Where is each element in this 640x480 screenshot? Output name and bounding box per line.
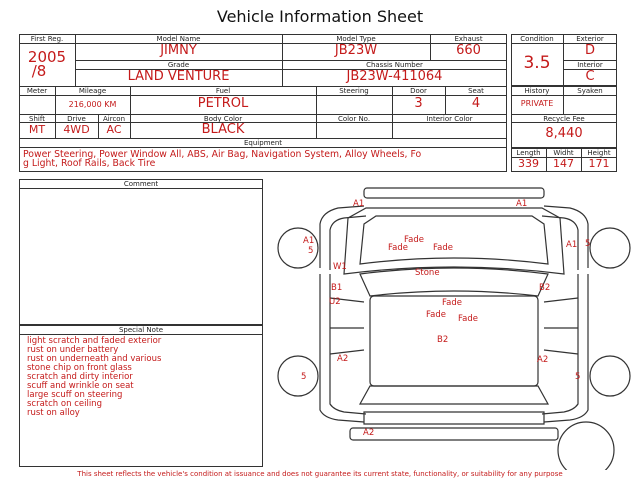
recycle-fee-value: 8,440 [545,126,583,141]
special-note-item: rust on under battery [27,345,119,355]
exhaust-label: Exhaust [454,35,483,43]
special-note-box [19,325,263,467]
damage-mark: B1 [331,283,343,293]
door-value: 3 [414,96,423,111]
info-table [19,34,507,172]
model-type-label: Model Type [336,35,376,43]
special-note-item: scratch on ceiling [27,399,102,409]
aircon-value: AC [106,123,122,136]
damage-mark: Fade [442,298,462,308]
damage-mark: Fade [404,235,424,245]
meter-label: Meter [26,87,48,95]
seat-value: 4 [471,96,481,111]
fuel-value: PETROL [197,96,249,111]
damage-mark: U2 [329,297,341,307]
vehicle-damage-diagram [277,187,631,470]
special-note-item: scuff and wrinkle on seat [27,381,134,391]
height-label: Height [587,149,611,157]
first-reg-label: First Reg. [30,35,64,43]
damage-mark: A1 [566,240,578,250]
condition-label: Condition [520,35,554,43]
model-name-label: Model Name [156,35,201,43]
interior-value: C [585,69,595,84]
damage-mark: W1 [333,262,347,272]
history-label: History [524,87,550,95]
model-name-value: JIMNY [160,43,197,58]
mileage-label: Mileage [78,87,107,95]
height-value: 171 [588,157,610,170]
grade-label: Grade [167,61,190,69]
damage-mark: 5 [301,372,307,382]
model-type-value: JB23W [334,43,378,58]
comment-label: Comment [123,180,159,188]
mileage-value: 216,000 KM [68,100,117,109]
grade-value: LAND VENTURE [127,69,230,84]
syaken-label: Syaken [577,87,603,95]
damage-mark: A2 [363,428,375,438]
equipment-line-1: Power Steering, Power Window All, ABS, A… [23,149,422,160]
exhaust-value: 660 [456,43,481,58]
width-label: Widht [553,149,574,157]
special-note-item: scratch and dirty interior [27,372,133,382]
damage-mark: A1 [516,199,528,209]
damage-mark: A2 [537,355,549,365]
interior-color-label: Interior Color [426,115,473,123]
drive-value: 4WD [63,123,90,136]
fuel-label: Fuel [215,87,231,95]
damage-mark: Fade [388,243,408,253]
body-color-value: BLACK [201,122,245,137]
length-value: 339 [518,157,539,170]
recycle-fee-label: Recycle Fee [543,115,585,123]
history-value: PRIVATE [520,99,554,108]
damage-mark: B2 [437,335,449,345]
seat-label: Seat [468,87,484,95]
special-note-item: rust on alloy [27,408,80,418]
history-table [511,86,617,148]
disclaimer-footer: This sheet reflects the vehicle's condit… [77,470,563,478]
special-note-item: rust on underneath and various [27,354,162,364]
first-reg-year: 2005 [27,48,67,66]
door-label: Door [410,87,427,95]
chassis-number-label: Chassis Number [366,61,423,69]
equipment-line-2: g Light, Roof Rails, Back Tire [23,158,156,169]
damage-mark: B2 [539,283,551,293]
condition-value: 3.5 [523,53,551,73]
damage-mark: Fade [426,310,446,320]
interior-label: Interior [577,61,603,69]
width-value: 147 [553,157,574,170]
color-no-label: Color No. [337,115,371,123]
special-note-item: light scratch and faded exterior [27,336,162,346]
sheet-title: Vehicle Information Sheet [216,7,424,26]
damage-mark: 5 [585,239,591,249]
exterior-value: D [584,43,595,58]
damage-mark: Stone [415,268,440,278]
exterior-label: Exterior [576,35,604,43]
equipment-label: Equipment [244,139,282,147]
damage-mark: A1 [353,199,365,209]
shift-label: Shift [29,115,45,123]
damage-mark: A2 [337,354,349,364]
special-note-list: light scratch and faded exterior rust on… [27,337,161,418]
comment-box [19,179,263,325]
length-label: Length [516,149,541,157]
damage-mark: 5 [575,372,581,382]
steering-label: Steering [339,87,369,95]
body-color-label: Body Color [203,115,243,123]
special-note-item: large scuff on steering [27,390,123,400]
dimensions-table [511,148,617,172]
damage-mark: Fade [433,243,453,253]
aircon-label: Aircon [102,115,126,123]
shift-value: MT [28,123,46,136]
drive-label: Drive [67,115,86,123]
special-note-item: stone chip on front glass [27,363,132,373]
damage-mark: A1 [303,236,315,246]
first-reg-month: /8 [31,62,47,80]
damage-mark: 5 [308,246,314,256]
damage-mark: Fade [458,314,478,324]
chassis-number-value: JB23W-411064 [346,69,443,84]
special-note-label: Special Note [118,326,164,334]
